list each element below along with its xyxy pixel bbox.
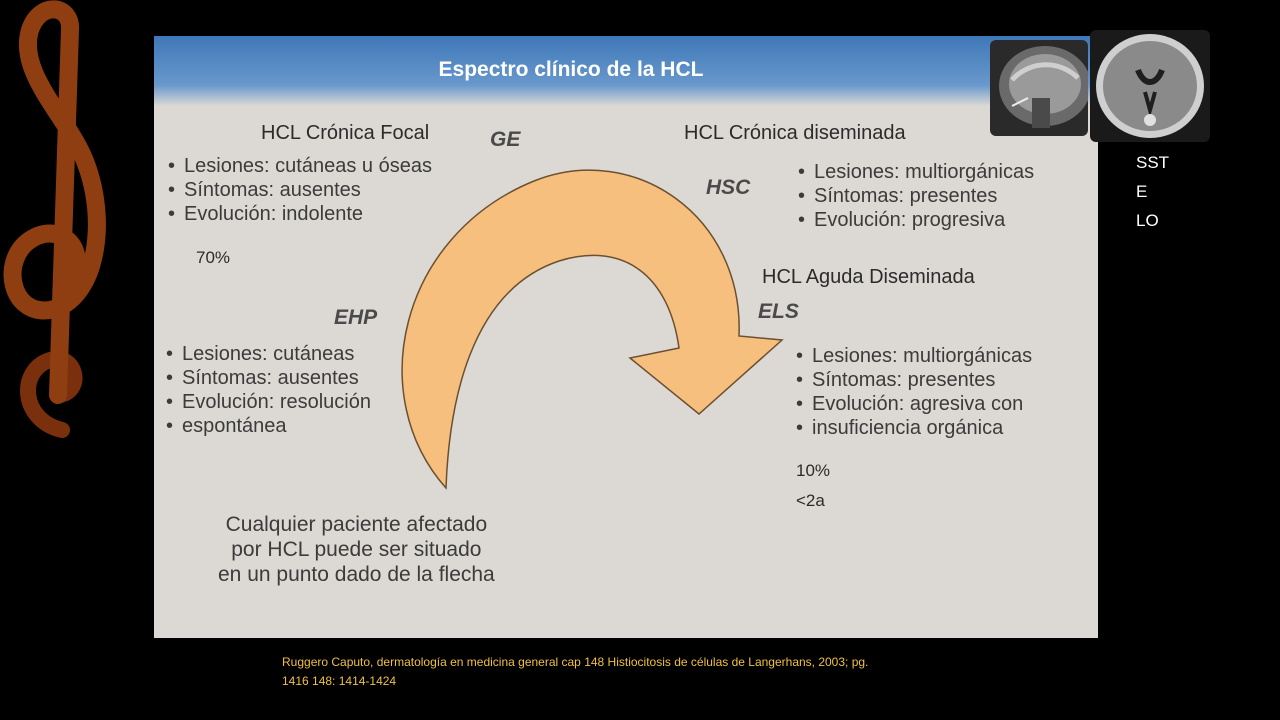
els-list: Lesiones: multiorgánicas Síntomas: prese… (796, 344, 1032, 440)
side-label: SST E LO (1136, 148, 1169, 235)
figure-banner: Espectro clínico de la HCL (154, 36, 1098, 106)
side-label-line: E (1136, 182, 1148, 201)
caption-line: en un punto dado de la flecha (218, 563, 495, 586)
ge-list: Lesiones: cutáneas u óseas Síntomas: aus… (168, 154, 432, 226)
ehp-abbr: EHP (334, 306, 378, 329)
list-item: Síntomas: presentes (796, 368, 1032, 392)
hsc-abbr: HSC (706, 176, 751, 199)
list-item: Evolución: agresiva con (796, 392, 1032, 416)
overlay-focal: HCL Crónica Focal (261, 122, 430, 144)
figure-title: Espectro clínico de la HCL (438, 58, 704, 81)
caption: Cualquier paciente afectado por HCL pued… (218, 512, 495, 587)
age-label: <2a (796, 491, 825, 510)
list-item: insuficiencia orgánica (796, 416, 1032, 440)
mri-sagittal-image (990, 40, 1088, 136)
list-item: Síntomas: ausentes (168, 178, 432, 202)
list-item: Síntomas: ausentes (166, 366, 371, 390)
slide-figure: Espectro clínico de la HCL GE HSC EHP EL… (154, 36, 1098, 638)
list-item: Evolución: resolución (166, 390, 371, 414)
treble-clef-icon (3, 0, 106, 438)
els-abbr: ELS (758, 300, 799, 323)
side-label-line: LO (1136, 211, 1159, 230)
overlay-diseminada: HCL Crónica diseminada (684, 122, 906, 144)
list-item: Evolución: progresiva (798, 208, 1034, 232)
pct-70: 70% (196, 248, 231, 267)
list-item: Síntomas: presentes (798, 184, 1034, 208)
pct-10: 10% (796, 461, 831, 480)
caption-line: Cualquier paciente afectado (225, 513, 488, 536)
caption-line: por HCL puede ser situado (231, 538, 482, 561)
list-item: Lesiones: multiorgánicas (796, 344, 1032, 368)
side-label-line: SST (1136, 153, 1170, 172)
list-item: Evolución: indolente (168, 202, 432, 226)
list-item: Lesiones: cutáneas (166, 342, 371, 366)
hsc-list: Lesiones: multiorgánicas Síntomas: prese… (798, 160, 1034, 232)
list-item: Lesiones: cutáneas u óseas (168, 154, 432, 178)
ehp-list: Lesiones: cutáneas Síntomas: ausentes Ev… (166, 342, 371, 438)
source-citation-line: 1416 148: 1414-1424 (282, 674, 397, 688)
overlay-aguda: HCL Aguda Diseminada (762, 266, 975, 288)
curved-arrow (401, 169, 784, 490)
source-citation-line: Ruggero Caputo, dermatología en medicina… (282, 655, 869, 669)
ge-abbr: GE (490, 128, 521, 151)
list-item: espontánea (166, 414, 371, 438)
list-item: Lesiones: multiorgánicas (798, 160, 1034, 184)
mri-axial-image (1090, 30, 1210, 142)
